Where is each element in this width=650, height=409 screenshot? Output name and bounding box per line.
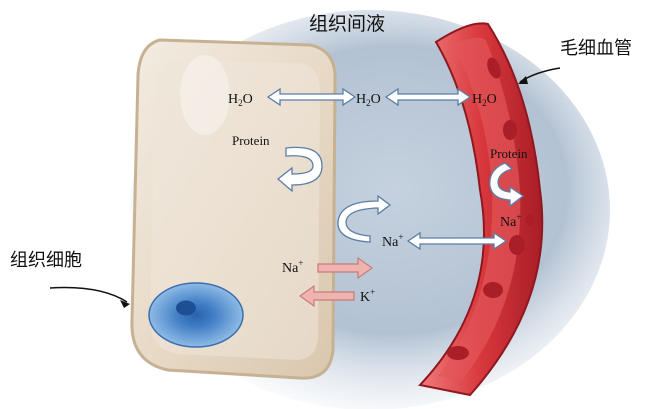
- sodium-label-fluid: Na+: [382, 232, 403, 250]
- water-label-vessel: H2O: [472, 92, 497, 108]
- protein-label-vessel: Protein: [490, 146, 528, 161]
- sodium-arrow-fluid-vessel: [406, 231, 508, 251]
- potassium-influx-arrow: [298, 284, 355, 308]
- protein-arrow-vessel: [489, 162, 525, 208]
- tissue-cell-pointer-head: [120, 300, 130, 308]
- protein-arrow-cell: [276, 146, 323, 193]
- red-blood-cells: [447, 57, 534, 360]
- sodium-label-cell: Na+: [282, 258, 303, 276]
- potassium-label: K+: [360, 287, 375, 305]
- water-arrow-fluid-vessel: [384, 87, 472, 107]
- sodium-uturn-arrow: [337, 194, 392, 243]
- capillary-label: 毛细血管: [560, 38, 632, 59]
- capillary-pointer-head: [518, 76, 528, 84]
- water-label-cell: H2O: [228, 92, 253, 108]
- water-label-fluid: H2O: [356, 92, 381, 108]
- tissue-cell-label: 组织细胞: [10, 250, 82, 271]
- cell-nucleus: [148, 282, 244, 348]
- protein-label-cell: Protein: [232, 133, 270, 148]
- sodium-label-vessel: Na+: [500, 212, 521, 230]
- interstitial-fluid-label: 组织间液: [309, 13, 385, 35]
- water-arrow-cell-fluid: [266, 87, 357, 107]
- sodium-efflux-arrow: [317, 256, 374, 280]
- tissue-cell-pointer: [49, 286, 128, 303]
